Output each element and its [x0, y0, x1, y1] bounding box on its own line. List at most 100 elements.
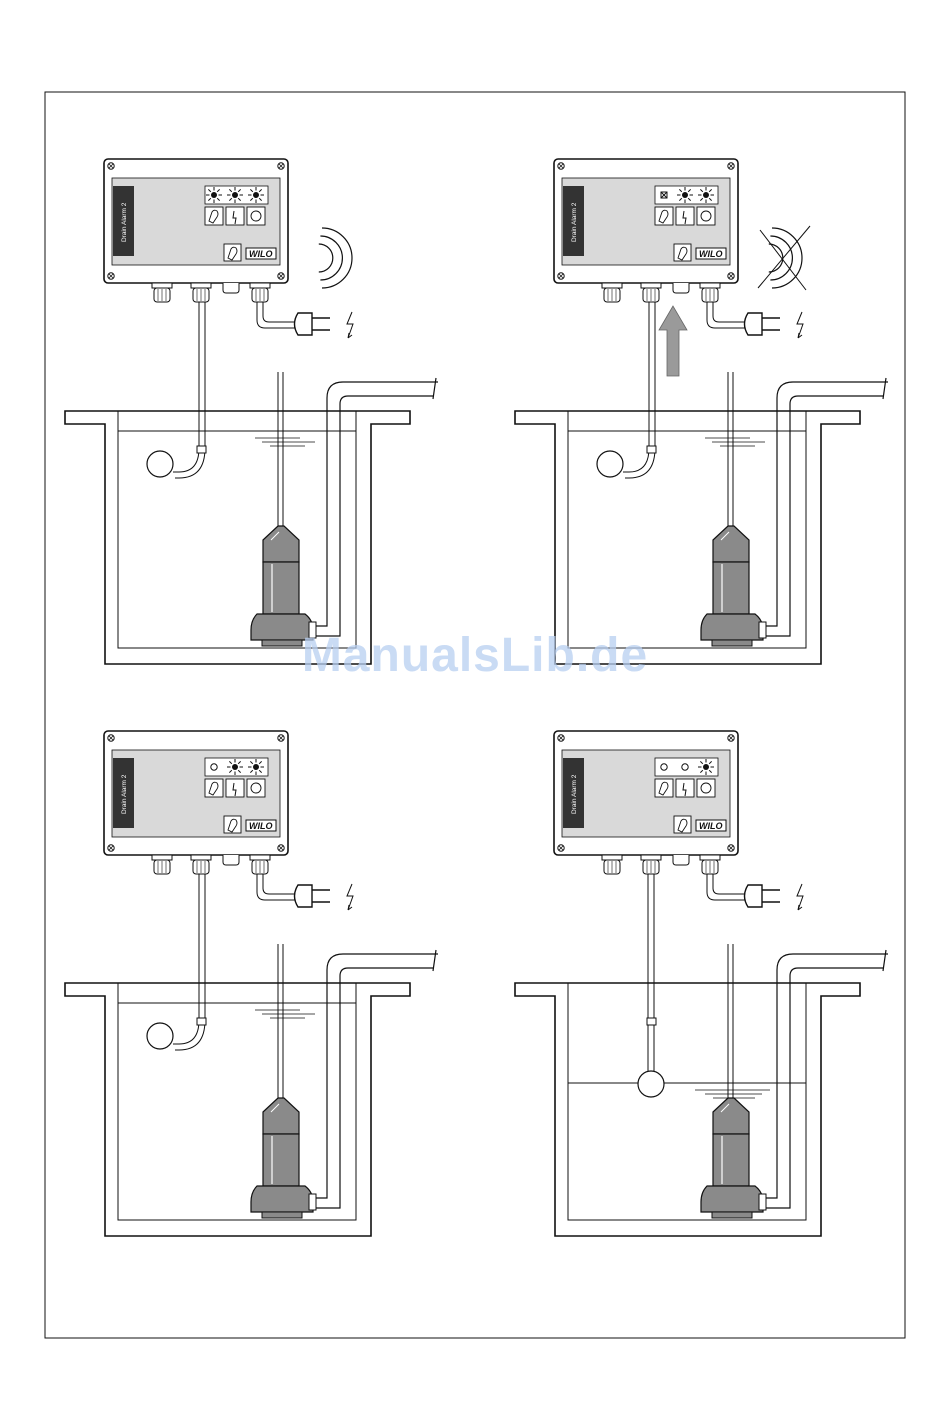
- gland-3: [250, 283, 270, 288]
- panel-top-left: Drain Alarm 2 WILO: [65, 159, 438, 664]
- sound-wave: [769, 244, 783, 272]
- pipe-end: [883, 950, 886, 971]
- led-2-off: [682, 764, 688, 770]
- pump-motor: [263, 1134, 299, 1186]
- pump-base: [262, 1212, 302, 1218]
- pipe-end: [883, 378, 886, 399]
- discharge-pipe: [314, 396, 434, 636]
- power-cable: [713, 874, 747, 894]
- device-label: Drain Alarm 2: [121, 774, 128, 814]
- float-cable: [173, 874, 199, 1044]
- plug-icon: [295, 885, 313, 907]
- buzzer-port: [673, 283, 689, 293]
- pump-outlet: [309, 1194, 316, 1210]
- gland-1: [152, 855, 172, 860]
- discharge-pipe: [764, 968, 884, 1208]
- led-1-off: [211, 764, 217, 770]
- gland-3: [700, 855, 720, 860]
- float-switch: [638, 1071, 664, 1097]
- plug-icon: [745, 313, 763, 335]
- pump-volute: [701, 1186, 763, 1212]
- led-3-blink: [253, 764, 259, 770]
- led-3-blink: [703, 764, 709, 770]
- gland-3: [250, 855, 270, 860]
- pump-head: [713, 526, 749, 562]
- discharge-pipe: [314, 968, 434, 1208]
- power-button: [697, 207, 715, 225]
- tank-inner: [568, 411, 806, 648]
- watermark: ManualsLib.de: [0, 628, 950, 683]
- brand-logo: WILO: [249, 249, 273, 259]
- panel-bottom-left: Drain Alarm 2 WILO: [65, 731, 438, 1236]
- cable-clamp: [197, 446, 206, 453]
- gland-2: [191, 855, 211, 860]
- brand-logo: WILO: [699, 821, 723, 831]
- discharge-pipe: [314, 382, 438, 626]
- float-switch: [147, 1023, 173, 1049]
- panel-top-right: Drain Alarm 2WILO: [515, 159, 888, 664]
- buzzer-port: [673, 855, 689, 865]
- gland-1: [602, 283, 622, 288]
- power-cable: [263, 302, 297, 322]
- led-2-blink: [232, 764, 238, 770]
- tank-outer: [65, 983, 410, 1236]
- brand-logo: WILO: [699, 249, 723, 259]
- discharge-pipe: [314, 954, 438, 1198]
- float-switch: [597, 451, 623, 477]
- buzzer-port: [223, 855, 239, 865]
- power-button: [697, 779, 715, 797]
- float-cable: [173, 302, 199, 472]
- discharge-pipe: [764, 954, 888, 1198]
- sound-wave: [320, 236, 342, 280]
- lightning-icon: [797, 312, 803, 338]
- float-switch: [147, 451, 173, 477]
- power-cable: [713, 302, 747, 322]
- pump-head: [263, 526, 299, 562]
- cable-clamp: [197, 1018, 206, 1025]
- power-button: [247, 779, 265, 797]
- cable-clamp: [647, 1018, 656, 1025]
- pump-head: [263, 1098, 299, 1134]
- plug-icon: [295, 313, 313, 335]
- device-label: Drain Alarm 2: [121, 202, 128, 242]
- device-label: Drain Alarm 2: [571, 774, 578, 814]
- pump-motor: [713, 1134, 749, 1186]
- gland-2: [641, 855, 661, 860]
- cable-clamp: [647, 446, 656, 453]
- tank-inner: [118, 411, 356, 648]
- pump-head: [713, 1098, 749, 1134]
- gland-1: [602, 855, 622, 860]
- tank-outer: [515, 411, 860, 664]
- tank-inner: [568, 983, 806, 1220]
- power-cable: [263, 874, 297, 894]
- led-1-off: [661, 764, 667, 770]
- tank-outer: [515, 983, 860, 1236]
- led-2-blink: [232, 192, 238, 198]
- power-button: [247, 207, 265, 225]
- gland-2: [191, 283, 211, 288]
- gland-1: [152, 283, 172, 288]
- led-3-blink: [703, 192, 709, 198]
- pump-volute: [251, 1186, 313, 1212]
- lightning-icon: [797, 884, 803, 910]
- float-cable: [623, 302, 649, 472]
- led-3-blink: [253, 192, 259, 198]
- gland-3: [700, 283, 720, 288]
- discharge-pipe: [764, 382, 888, 626]
- press-arrow: [659, 306, 687, 376]
- plug-icon: [745, 885, 763, 907]
- led-1-blink: [211, 192, 217, 198]
- brand-logo: WILO: [249, 821, 273, 831]
- pump-motor: [263, 562, 299, 614]
- gland-2: [641, 283, 661, 288]
- pump-outlet: [759, 1194, 766, 1210]
- panel-bottom-right: Drain Alarm 2 WILO: [515, 731, 888, 1236]
- discharge-pipe: [764, 396, 884, 636]
- pipe-end: [433, 378, 436, 399]
- pipe-end: [433, 950, 436, 971]
- sound-wave: [319, 244, 333, 272]
- lightning-icon: [347, 884, 353, 910]
- tank-outer: [65, 411, 410, 664]
